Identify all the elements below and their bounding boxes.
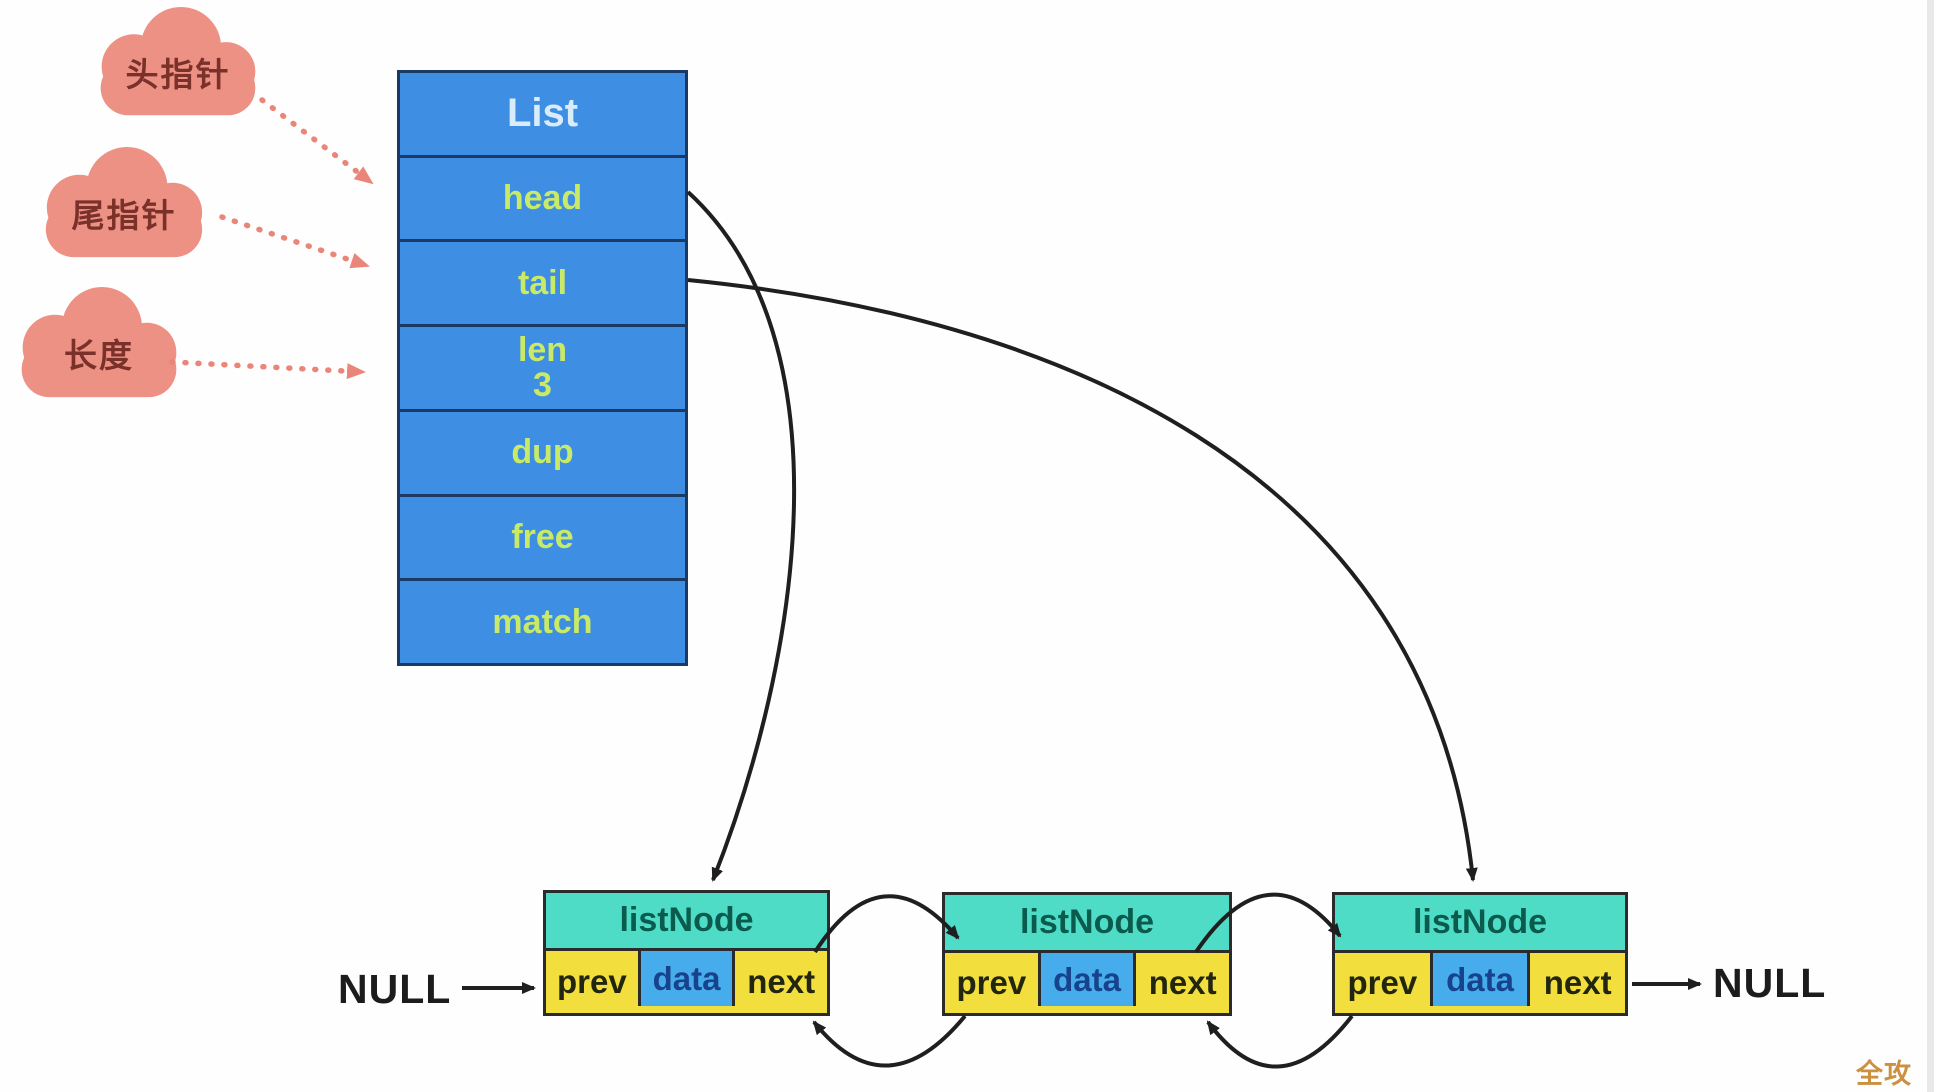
list-row-tail: tail [400,239,685,324]
cloud-label: 尾指针 [71,196,177,234]
list-node-2: listNode prev data next [942,892,1232,1016]
node-2-next-cell: next [1148,964,1217,1001]
node-1-title: listNode [619,901,754,939]
cloud-tail-pointer: 尾指针 [30,146,218,270]
list-row-free: free [400,493,685,579]
prev-pointer-arc-2-1 [812,1014,967,1068]
cloud-label: 头指针 [125,55,231,93]
cloud-icon [21,286,177,398]
node-2-cells: prev data next [945,953,1229,1013]
tail-arrow [687,278,1478,882]
cloud-label: 长度 [64,336,134,374]
node-2-data-cell: data [1037,953,1137,1006]
length-dotted-arrow [169,359,367,380]
field-dup: dup [511,433,574,472]
list-title: List [506,91,579,136]
node-1-next-cell: next [747,963,816,1000]
field-match: match [492,602,593,641]
node-2-prev-cell: prev [956,964,1027,1001]
watermark: 全攻略 [1856,1059,1912,1089]
field-len: len [517,331,568,370]
list-struct-table: List head tail len 3 dup free match [397,70,688,666]
screen-edge-strip [1927,0,1934,1092]
null-terminator-left: NULL [338,966,452,1012]
list-row-match: match [400,578,685,663]
node-3-title: listNode [1412,903,1548,941]
field-len-value: 3 [533,366,552,405]
prev-pointer-arc-3-2 [1206,1014,1354,1069]
node-1-header: listNode [546,893,827,951]
field-free: free [511,518,574,557]
cloud-length: 长度 [6,286,192,410]
list-title-row: List [400,73,685,155]
list-node-1: listNode prev data next [543,890,830,1016]
tail-pointer-dotted-arrow [219,214,371,269]
null-terminator-right: NULL [1713,960,1827,1006]
node-3-next-cell: next [1543,964,1612,1001]
head-arrow [686,190,797,882]
field-tail: tail [517,263,568,302]
node-2-header: listNode [945,895,1229,953]
list-row-dup: dup [400,408,685,494]
node-1-data-cell: data [637,951,736,1006]
cloud-head-pointer: 头指针 [85,6,271,128]
list-row-head: head [400,154,685,240]
cloud-icon [100,6,256,116]
node-3-header: listNode [1335,895,1625,953]
node-2-title: listNode [1019,903,1155,941]
list-row-len: len 3 [400,324,685,409]
node-1-cells: prev data next [546,951,827,1013]
field-head: head [502,179,583,218]
cloud-icon [45,146,203,258]
node-3-data-cell: data [1429,953,1531,1006]
list-node-3: listNode prev data next [1332,892,1628,1016]
node-3-prev-cell: prev [1347,964,1418,1001]
head-pointer-dotted-arrow [259,97,375,186]
next-pointer-arc-1-2 [813,894,960,954]
node-1-prev-cell: prev [556,963,627,1000]
node-3-cells: prev data next [1335,953,1625,1013]
